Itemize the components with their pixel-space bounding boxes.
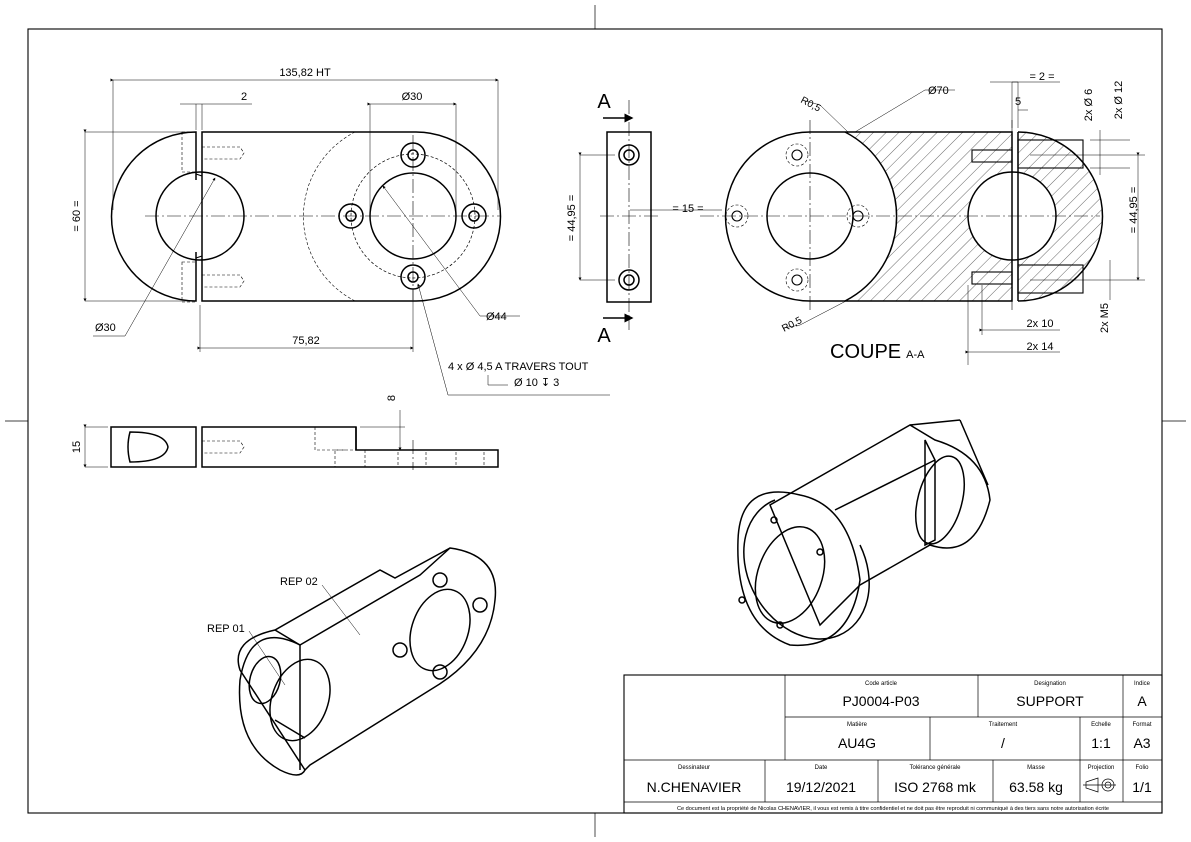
designation-value: SUPPORT bbox=[1016, 693, 1084, 709]
dim-thickness: 15 bbox=[71, 441, 83, 453]
cut-marker-top: A bbox=[597, 91, 611, 113]
traitement-label: Traitement bbox=[989, 722, 1018, 728]
masse-value: 63.58 kg bbox=[1009, 779, 1063, 795]
date-value: 19/12/2021 bbox=[786, 779, 856, 795]
iso-view-right bbox=[737, 419, 991, 647]
confidentiality-footer: Ce document est la propriété de Nicolas … bbox=[677, 806, 1109, 812]
rep-01-label: REP 01 bbox=[207, 623, 245, 635]
dim-step: 8 bbox=[386, 395, 398, 401]
traitement-value: / bbox=[1001, 735, 1005, 751]
dim-height: = 60 = bbox=[71, 200, 83, 231]
matiere-label: Matière bbox=[847, 722, 868, 728]
dim-bolt-circle: Ø44 bbox=[486, 311, 507, 323]
dim-radius-top: R0,5 bbox=[799, 95, 823, 115]
dim-hole-large: 2x Ø 12 bbox=[1113, 81, 1125, 120]
projection-label: Projection bbox=[1088, 765, 1115, 771]
note-counterbore: Ø 10 ↧ 3 bbox=[514, 377, 559, 389]
indice-label: Indice bbox=[1134, 681, 1151, 687]
tolerance-label: Tolérance générale bbox=[909, 765, 961, 771]
indice-value: A bbox=[1137, 693, 1147, 709]
format-label: Format bbox=[1132, 722, 1151, 728]
code-article-label: Code article bbox=[865, 681, 898, 687]
folio-value: 1/1 bbox=[1132, 779, 1152, 795]
projection-symbol-icon bbox=[1083, 777, 1116, 793]
dim-depth-2: 2x 14 bbox=[1027, 341, 1054, 353]
echelle-value: 1:1 bbox=[1091, 735, 1111, 751]
dim-section-gap: = 2 = bbox=[1029, 71, 1054, 83]
dim-overall-length: 135,82 HT bbox=[279, 67, 331, 79]
dim-gap: 2 bbox=[241, 91, 247, 103]
dim-hole-small: 2x Ø 6 bbox=[1083, 89, 1095, 121]
format-value: A3 bbox=[1133, 735, 1150, 751]
rep-02-label: REP 02 bbox=[280, 576, 318, 588]
matiere-value: AU4G bbox=[838, 735, 876, 751]
folio-label: Folio bbox=[1135, 765, 1149, 771]
dim-section-spacing: = 15 = bbox=[672, 203, 703, 215]
dim-offset: 5 bbox=[1015, 96, 1021, 108]
side-view bbox=[83, 410, 499, 470]
tolerance-value: ISO 2768 mk bbox=[894, 779, 977, 795]
iso-view-left bbox=[237, 547, 497, 776]
echelle-label: Echelle bbox=[1091, 722, 1111, 728]
date-label: Date bbox=[815, 765, 828, 771]
dim-hole-diameter: Ø30 bbox=[402, 91, 423, 103]
section-a-a-view bbox=[700, 81, 1145, 365]
dim-section-height: = 44,95 = bbox=[566, 195, 578, 242]
section-cut-view bbox=[578, 100, 722, 330]
dim-section-height-right: = 44,95 = bbox=[1128, 187, 1140, 234]
sheet-frame bbox=[5, 5, 1186, 837]
front-view bbox=[83, 78, 610, 396]
dim-radius-bottom: R0,5 bbox=[780, 315, 804, 335]
dessinateur-label: Dessinateur bbox=[678, 765, 710, 771]
dim-bore-left: Ø30 bbox=[95, 322, 116, 334]
cut-marker-bottom: A bbox=[597, 325, 611, 347]
dim-outer-diameter: Ø70 bbox=[928, 85, 949, 97]
designation-label: Designation bbox=[1034, 681, 1066, 687]
code-article-value: PJ0004-P03 bbox=[842, 693, 919, 709]
dessinateur-value: N.CHENAVIER bbox=[647, 779, 742, 795]
title-block bbox=[623, 674, 1163, 814]
masse-label: Masse bbox=[1027, 765, 1045, 771]
dim-thread: 2x M5 bbox=[1099, 303, 1111, 333]
dim-depth-1: 2x 10 bbox=[1027, 318, 1054, 330]
note-holes: 4 x Ø 4,5 A TRAVERS TOUT bbox=[448, 361, 589, 373]
bolt-holes-section bbox=[725, 143, 870, 292]
dim-hole-spacing: 75,82 bbox=[292, 335, 320, 347]
